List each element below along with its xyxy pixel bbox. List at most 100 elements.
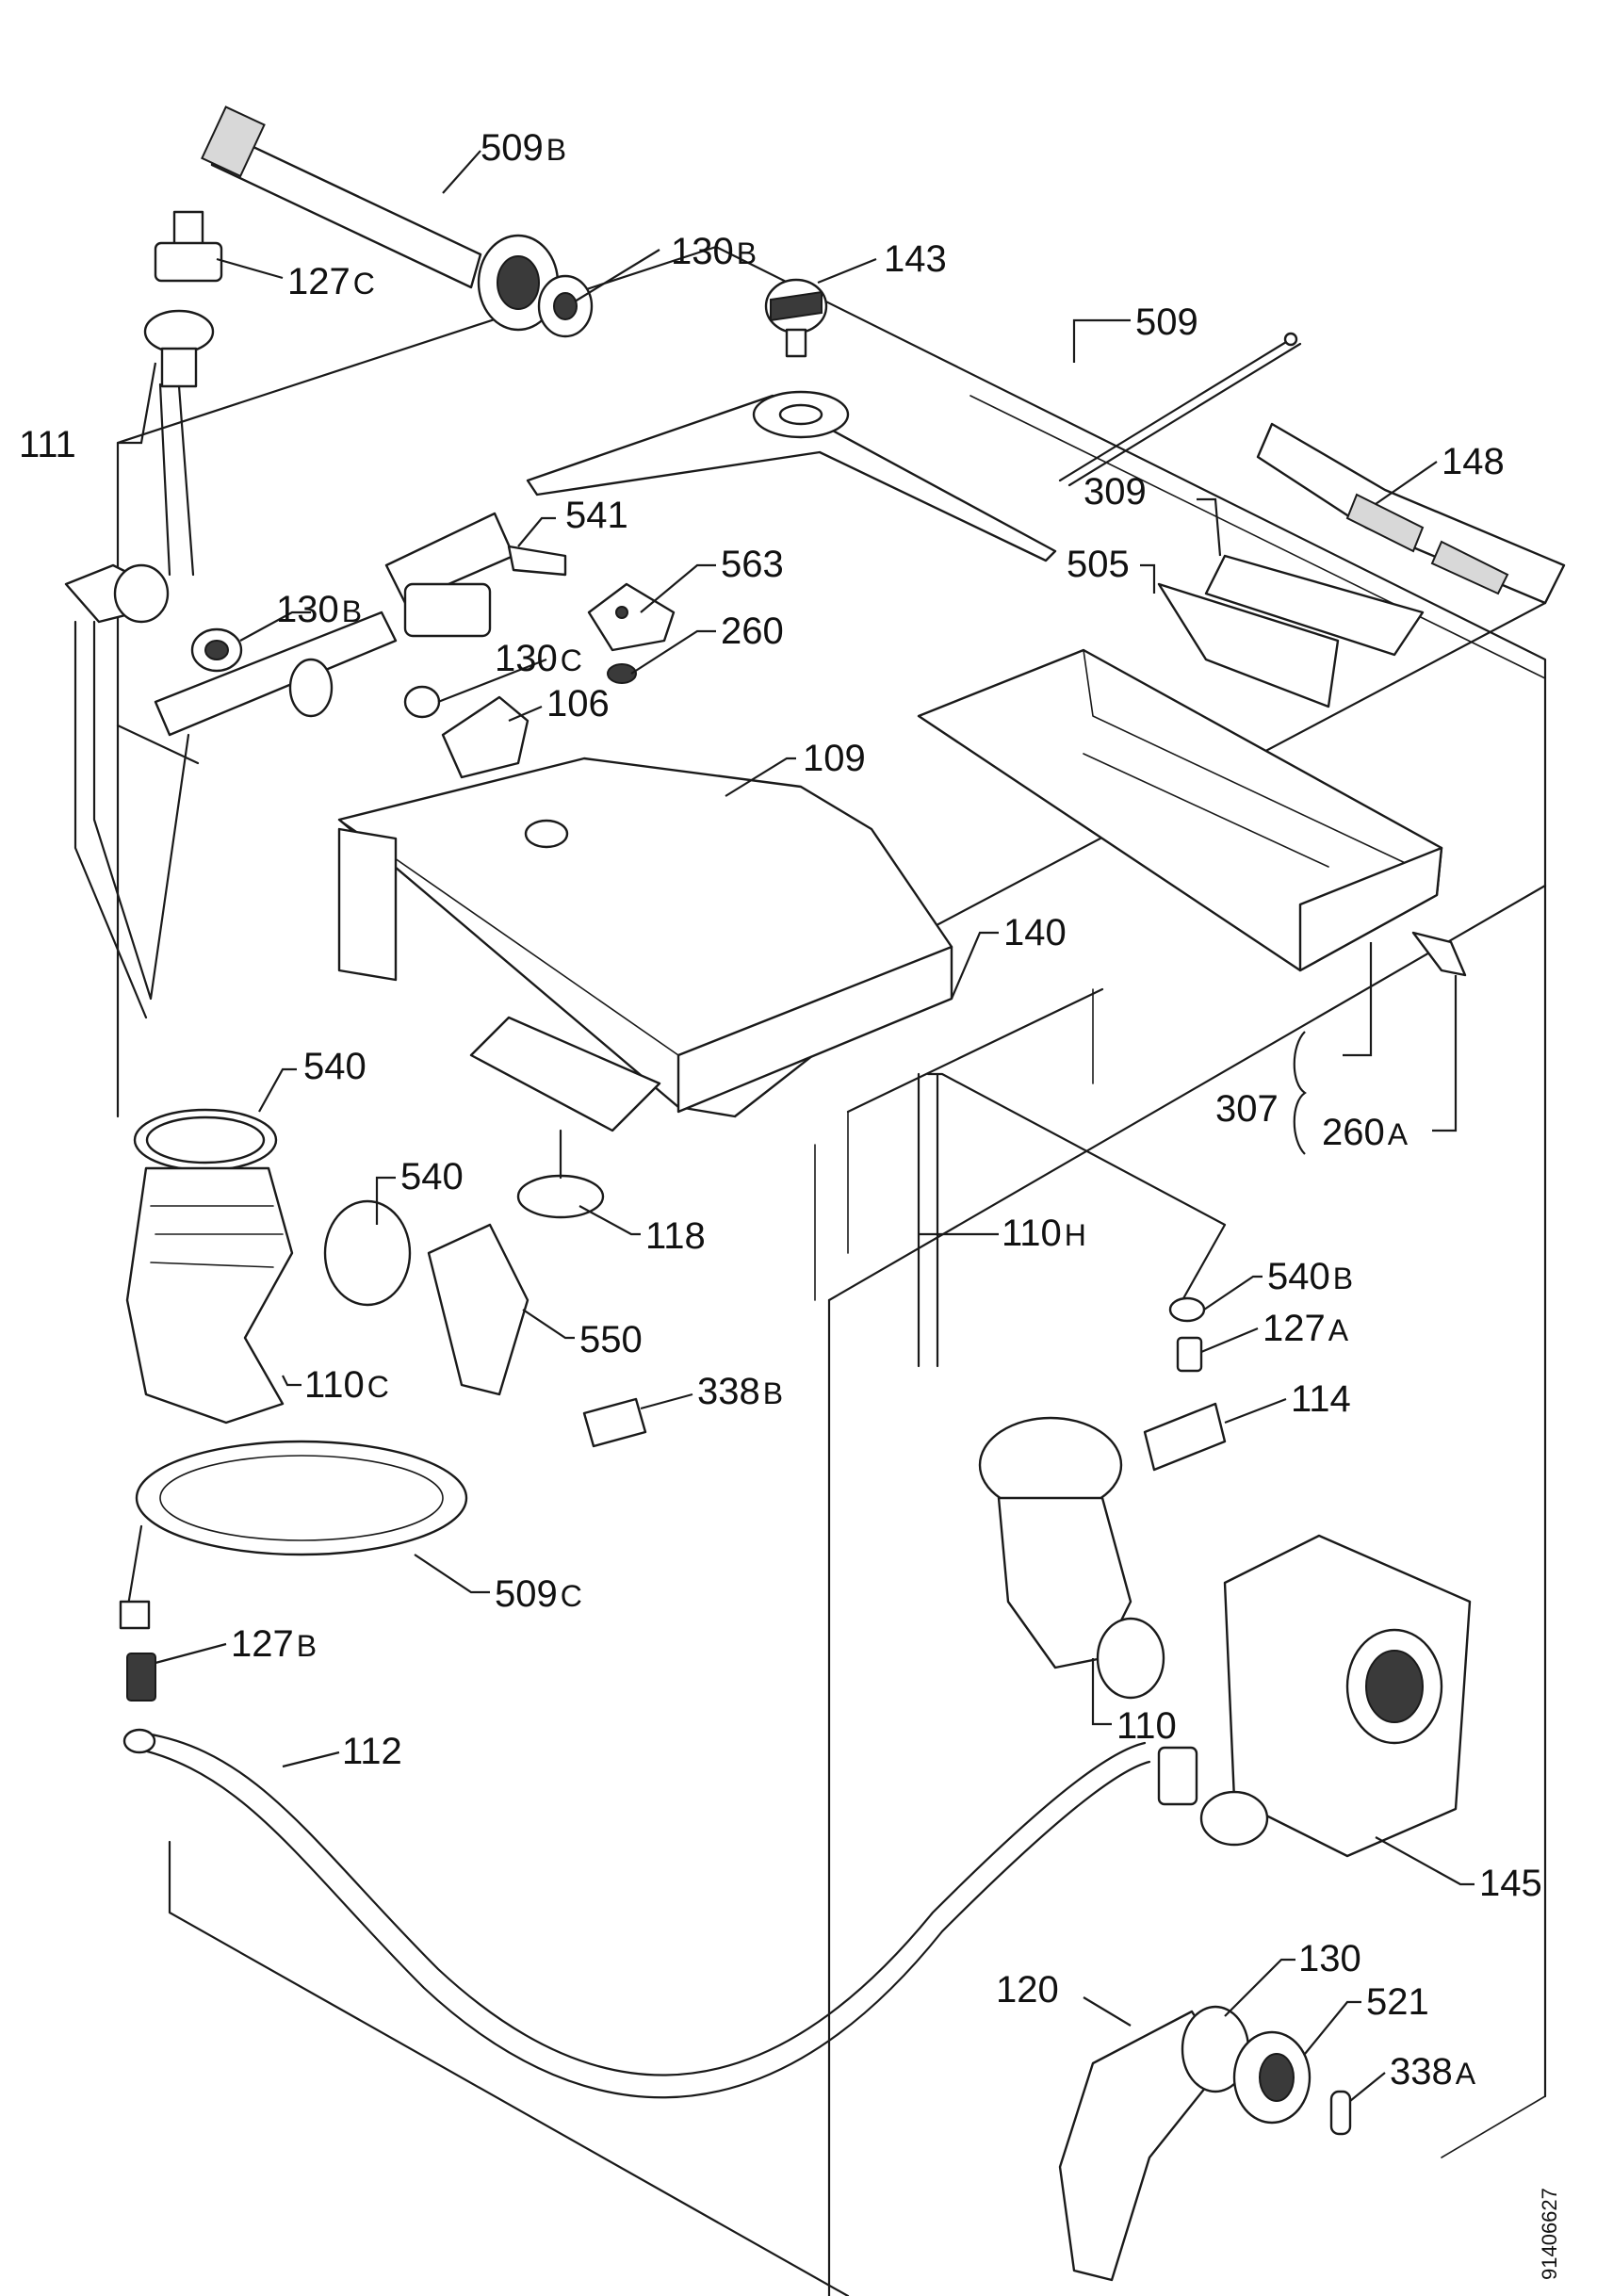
callout-260: 260 — [721, 611, 784, 652]
callout-number: 118 — [645, 1215, 706, 1257]
callout-suffix: A — [1456, 2057, 1476, 2091]
callout-number: 140 — [1003, 912, 1067, 953]
callout-130b-mid: 130B — [276, 589, 362, 630]
callout-563: 563 — [721, 544, 784, 585]
clamp-540b — [1168, 1296, 1206, 1323]
callout-number: 109 — [803, 738, 866, 779]
callout-260a: 260A — [1322, 1112, 1409, 1153]
hose-111 — [143, 309, 215, 577]
cabinet-outline — [116, 245, 1547, 2296]
document-id: 91406627 — [1538, 2188, 1561, 2280]
pipe-110h — [917, 1072, 1227, 1368]
callout-541: 541 — [565, 495, 628, 536]
callout-540-top: 540 — [303, 1046, 367, 1087]
callout-509c: 509C — [495, 1573, 582, 1615]
callout-number: 120 — [996, 1969, 1059, 2011]
callout-suffix: A — [1388, 1117, 1409, 1151]
callout-number: 110 — [1002, 1213, 1062, 1254]
callout-suffix: B — [297, 1629, 317, 1663]
callout-127c: 127C — [287, 261, 375, 302]
connector-127c — [154, 210, 223, 283]
bracket — [154, 611, 398, 737]
callout-number: 540 — [400, 1156, 464, 1197]
callout-number: 127 — [1263, 1308, 1326, 1349]
callout-suffix: B — [1333, 1262, 1353, 1295]
float-118 — [516, 1129, 605, 1219]
clip-260a — [1411, 931, 1467, 977]
callout-number: 148 — [1442, 441, 1505, 482]
callout-110c: 110C — [304, 1364, 389, 1406]
callout-130b-top: 130B — [671, 231, 757, 272]
callout-suffix: A — [1328, 1313, 1349, 1347]
hose-509c — [119, 1440, 468, 1630]
callout-127a: 127A — [1263, 1308, 1349, 1349]
callout-143: 143 — [884, 238, 947, 280]
callout-suffix: C — [367, 1370, 389, 1404]
callout-550: 550 — [579, 1319, 643, 1360]
callout-540b: 540B — [1267, 1256, 1353, 1297]
callout-number: 130 — [276, 589, 339, 630]
valve-541 — [384, 512, 567, 638]
callout-307: 307 — [1215, 1088, 1279, 1130]
callout-number: 127 — [287, 261, 350, 302]
callout-number: 114 — [1291, 1378, 1351, 1420]
callout-number: 563 — [721, 544, 784, 585]
callout-number: 260 — [721, 611, 784, 652]
callout-number: 130 — [495, 638, 558, 679]
bellows-110 — [978, 1416, 1165, 1700]
callout-111: 111 — [19, 424, 76, 465]
callout-number: 260 — [1322, 1112, 1385, 1153]
callout-120: 120 — [996, 1969, 1059, 2011]
fitting-127a — [1176, 1336, 1203, 1373]
callout-number: 145 — [1479, 1863, 1542, 1904]
callout-number: 130 — [1298, 1938, 1361, 1979]
knob-143 — [764, 278, 828, 358]
callout-521: 521 — [1366, 1981, 1429, 2023]
drain-hose-112 — [122, 1728, 1151, 2099]
callout-number: 110 — [304, 1364, 365, 1406]
callout-suffix: B — [737, 236, 757, 270]
callout-540-mid: 540 — [400, 1156, 464, 1197]
callout-309: 309 — [1083, 471, 1147, 513]
callout-106: 106 — [546, 683, 610, 725]
callout-number: 540 — [303, 1046, 367, 1087]
inlet-hose-509b — [201, 106, 594, 338]
callout-number: 127 — [231, 1623, 294, 1665]
plug-338a — [1329, 2090, 1352, 2136]
callout-suffix: H — [1065, 1218, 1086, 1252]
callout-number: 106 — [546, 683, 610, 725]
callout-number: 338 — [1390, 2051, 1453, 2092]
pump-145 — [1157, 1534, 1472, 1858]
tray-109 — [337, 757, 953, 1118]
callout-number: 509 — [481, 127, 544, 169]
callout-number: 540 — [1267, 1256, 1330, 1297]
callout-number: 505 — [1067, 544, 1130, 585]
callout-127b: 127B — [231, 1623, 317, 1665]
callout-number: 112 — [342, 1731, 402, 1772]
callout-140: 140 — [1003, 912, 1067, 953]
callout-505: 505 — [1067, 544, 1130, 585]
callout-suffix: C — [561, 1579, 582, 1613]
callout-number: 509 — [495, 1573, 558, 1615]
fitting-127b — [126, 1653, 156, 1702]
callout-130: 130 — [1298, 1938, 1361, 1979]
lever-509 — [526, 390, 1057, 562]
callout-110h: 110H — [1002, 1213, 1086, 1254]
support-106 — [441, 695, 530, 779]
callout-number: 110 — [1116, 1705, 1177, 1747]
callout-number: 550 — [579, 1319, 643, 1360]
callout-number: 541 — [565, 495, 628, 536]
plate-309 — [1204, 554, 1425, 657]
callout-110: 110 — [1116, 1705, 1177, 1747]
callout-suffix: B — [763, 1376, 783, 1410]
bracket-550 — [427, 1223, 530, 1396]
rod-309 — [1058, 332, 1302, 487]
callout-130c: 130C — [495, 638, 582, 679]
callout-112: 112 — [342, 1731, 402, 1772]
callout-338b: 338B — [697, 1371, 783, 1412]
fitting-338b — [582, 1397, 647, 1448]
callout-number: 307 — [1215, 1088, 1279, 1130]
callout-338a: 338A — [1390, 2051, 1476, 2092]
